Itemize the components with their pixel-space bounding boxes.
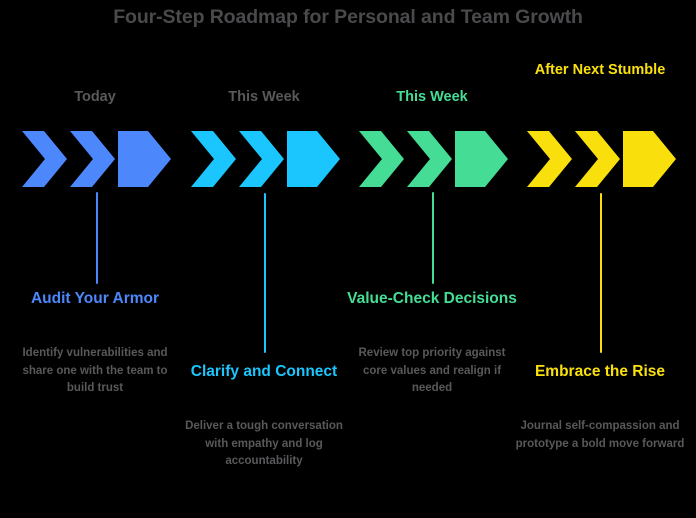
chevron-small-a: [191, 131, 236, 187]
step-3-description: Review top priority against core values …: [358, 347, 506, 394]
chevron-large-body: [287, 131, 312, 187]
chevron-small-b: [239, 131, 284, 187]
page-title: Four-Step Roadmap for Personal and Team …: [113, 6, 583, 28]
step-4-description: Journal self-compassion and prototype a …: [515, 420, 685, 450]
roadmap-step-2: This Week Clarify and Connect Deliver a …: [177, 0, 351, 518]
roadmap-step-1: Today Audit Your Armor Identify vulnerab…: [8, 0, 182, 518]
step-2-timeframe-label: This Week: [228, 89, 300, 105]
step-2-description: Deliver a tough conversation with empath…: [185, 420, 343, 467]
step-4-connector-line: [600, 193, 602, 353]
chevron-arrow-step-2: [177, 131, 351, 187]
roadmap-step-3: This Week Value-Check Decisions Review t…: [345, 0, 519, 518]
chevron-large-body: [623, 131, 648, 187]
step-3-heading: Value-Check Decisions: [347, 290, 517, 307]
step-3-connector-line: [432, 192, 434, 284]
step-4-timeframe-label: After Next Stumble: [534, 62, 666, 78]
step-1-heading: Audit Your Armor: [30, 290, 160, 307]
chevron-large-body: [455, 131, 480, 187]
step-3-timeframe-label: This Week: [396, 89, 468, 105]
chevron-arrow-step-3: [345, 131, 519, 187]
step-2-heading: Clarify and Connect: [190, 363, 338, 380]
step-1-timeframe-label: Today: [74, 89, 116, 105]
roadmap-step-4: After Next Stumble Embrace the Rise Jour…: [513, 0, 687, 518]
step-1-connector-line: [96, 192, 98, 284]
step-2-connector-line: [264, 193, 266, 353]
chevron-arrow-step-4: [513, 131, 687, 187]
chevron-small-b: [575, 131, 620, 187]
chevron-small-b: [407, 131, 452, 187]
chevron-small-a: [359, 131, 404, 187]
chevron-small-b: [70, 131, 115, 187]
step-1-description: Identify vulnerabilities and share one w…: [22, 347, 168, 394]
chevron-small-a: [22, 131, 67, 187]
step-4-heading: Embrace the Rise: [534, 363, 666, 380]
chevron-arrow-step-1: [8, 131, 182, 187]
chevron-large-body: [118, 131, 143, 187]
chevron-small-a: [527, 131, 572, 187]
